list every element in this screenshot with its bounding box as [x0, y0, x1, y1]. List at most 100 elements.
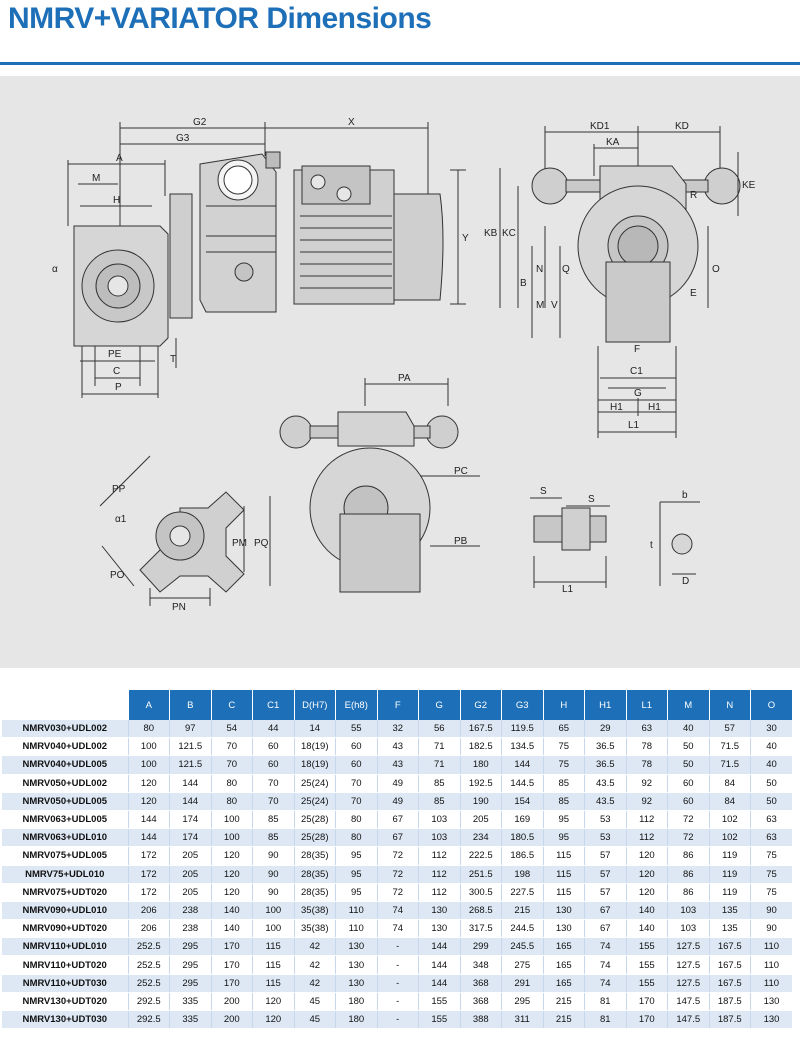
dim-label-kc: KC — [502, 228, 516, 239]
dim-label-pq: PQ — [254, 538, 269, 549]
table-cell: 85 — [252, 810, 294, 830]
table-cell: 115 — [252, 974, 294, 993]
dim-label-ka: KA — [606, 137, 620, 148]
table-cell: 67 — [584, 901, 626, 921]
table-cell: 100 — [127, 737, 170, 757]
table-cell: 130 — [750, 1010, 792, 1030]
table-header: C — [210, 690, 253, 720]
table-cell: 81 — [584, 1010, 626, 1030]
table-cell: 140 — [210, 919, 253, 939]
table-cell: 57 — [584, 883, 626, 902]
table-cell: 86 — [667, 865, 709, 884]
table-cell: 57 — [584, 846, 626, 866]
table-cell: 205 — [459, 810, 502, 830]
table-cell: 112 — [625, 810, 668, 830]
table-cell: 154 — [501, 792, 543, 811]
table-cell: 95 — [542, 828, 585, 848]
table-cell: 74 — [584, 937, 626, 957]
table-cell: 120 — [625, 883, 668, 902]
table-cell: 190 — [459, 792, 502, 811]
table-cell: 103 — [667, 901, 709, 921]
table-cell: 85 — [252, 828, 294, 848]
dim-label-g3: G3 — [176, 133, 190, 144]
table-cell: 206 — [127, 901, 170, 921]
table-cell: 120 — [127, 774, 170, 793]
table-cell: 60 — [667, 774, 709, 793]
table-cell: 110 — [335, 901, 377, 921]
table-cell: 53 — [584, 828, 626, 848]
table-cell: 42 — [293, 974, 336, 993]
table-cell: 110 — [750, 937, 792, 957]
table-cell: 170 — [210, 937, 253, 957]
model-cell: NMRV040+UDL002 — [2, 737, 128, 757]
dim-label-alpha1: α1 — [115, 514, 127, 525]
table-cell: 275 — [501, 955, 543, 975]
table-cell: 115 — [542, 883, 585, 902]
table-cell: 95 — [542, 810, 585, 830]
table-cell: 80 — [210, 792, 253, 811]
dim-label-e: E — [690, 288, 697, 299]
table-cell: 55 — [335, 720, 377, 739]
table-cell: 72 — [667, 828, 709, 848]
table-cell: 103 — [667, 919, 709, 939]
dim-label-v: V — [551, 300, 558, 311]
table-cell: 25(24) — [293, 792, 336, 811]
table-cell: 71 — [418, 755, 460, 775]
table-cell: 120 — [210, 846, 253, 866]
table-cell: 18(19) — [293, 737, 336, 757]
dim-label-m: M — [92, 173, 100, 184]
table-cell: 130 — [335, 974, 377, 993]
dim-label-pn: PN — [172, 602, 186, 613]
dim-label-h1-left: H1 — [610, 402, 623, 413]
table-cell: 14 — [293, 720, 336, 739]
table-cell: 144.5 — [501, 774, 543, 793]
table-cell: 252.5 — [127, 937, 170, 957]
table-cell: 72 — [376, 883, 419, 902]
table-cell: 120 — [625, 846, 668, 866]
table-cell: 172 — [127, 846, 170, 866]
table-cell: 144 — [127, 810, 170, 830]
table-cell: 127.5 — [667, 974, 709, 993]
table-cell: 70 — [252, 792, 294, 811]
table-cell: 95 — [335, 865, 377, 884]
dim-label-h1-right: H1 — [648, 402, 661, 413]
table-cell: 110 — [750, 955, 792, 975]
table-cell: 71.5 — [708, 755, 751, 775]
table-cell: 63 — [750, 828, 792, 848]
table-cell: 43.5 — [584, 774, 626, 793]
table-cell: 115 — [252, 937, 294, 957]
table-cell: 170 — [625, 992, 668, 1012]
table-cell: 174 — [169, 810, 211, 830]
dim-label-b: B — [520, 278, 527, 289]
table-cell: 80 — [127, 720, 170, 739]
table-cell: 43 — [376, 755, 419, 775]
table-cell: 169 — [501, 810, 543, 830]
table-cell: 30 — [750, 720, 792, 739]
table-cell: 167.5 — [708, 974, 751, 993]
model-cell: NMRV110+UDT030 — [2, 974, 128, 993]
table-cell: 130 — [542, 901, 585, 921]
table-cell: 295 — [169, 937, 211, 957]
page-title: NMRV+VARIATOR Dimensions — [8, 2, 432, 35]
model-cell: NMRV090+UDL010 — [2, 901, 128, 921]
dim-label-q: Q — [562, 264, 570, 275]
table-cell: 292.5 — [127, 992, 170, 1012]
table-cell: 32 — [376, 720, 419, 739]
table-cell: 75 — [750, 846, 792, 866]
table-cell: 245.5 — [501, 937, 543, 957]
dim-label-pm: PM — [232, 538, 247, 549]
table-cell: 165 — [542, 955, 585, 975]
table-cell: 70 — [252, 774, 294, 793]
table-cell: 244.5 — [501, 919, 543, 939]
table-cell: 57 — [584, 865, 626, 884]
table-cell: 238 — [169, 919, 211, 939]
table-cell: 119 — [708, 865, 751, 884]
dim-label-h: H — [113, 195, 120, 206]
table-cell: 67 — [584, 919, 626, 939]
dimension-drawing-svg: G2 X G3 A M H Y α PE C P T KD1 KD KA KE … — [52, 117, 756, 613]
table-header: C1 — [252, 690, 294, 720]
